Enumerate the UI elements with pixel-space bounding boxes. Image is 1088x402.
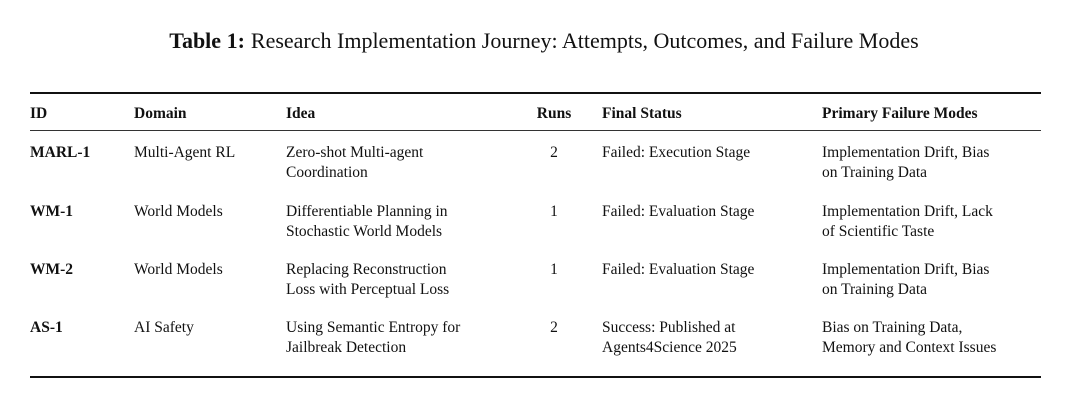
row-failure-line2: on Training Data bbox=[822, 164, 928, 181]
row-idea-line1: Using Semantic Entropy for bbox=[286, 319, 461, 336]
row-failure-line1: Implementation Drift, Bias bbox=[822, 261, 990, 278]
header-final-status: Final Status bbox=[602, 105, 682, 122]
row-runs: 1 bbox=[550, 261, 558, 278]
row-id: WM-2 bbox=[30, 261, 74, 278]
row-status-line1: Success: Published at bbox=[602, 319, 736, 336]
bottom-rule bbox=[30, 376, 1041, 378]
header-idea: Idea bbox=[286, 105, 316, 122]
row-domain: AI Safety bbox=[134, 319, 194, 336]
row-domain: World Models bbox=[134, 203, 223, 220]
row-failure-line1: Implementation Drift, Lack bbox=[822, 203, 993, 220]
row-status-line1: Failed: Evaluation Stage bbox=[602, 261, 755, 278]
header-runs: Runs bbox=[536, 105, 572, 122]
header-domain: Domain bbox=[134, 105, 187, 122]
row-id: AS-1 bbox=[30, 319, 63, 336]
row-idea-line2: Coordination bbox=[286, 164, 368, 181]
caption-label: Table 1: bbox=[169, 28, 245, 53]
row-failure-line2: Memory and Context Issues bbox=[822, 339, 997, 356]
top-rule bbox=[30, 92, 1041, 94]
row-status-line1: Failed: Execution Stage bbox=[602, 144, 751, 161]
row-failure-line2: of Scientific Taste bbox=[822, 223, 935, 240]
row-runs: 2 bbox=[550, 144, 558, 161]
row-idea-line1: Replacing Reconstruction bbox=[286, 261, 447, 278]
row-failure-line1: Bias on Training Data, bbox=[822, 319, 963, 336]
row-idea-line1: Differentiable Planning in bbox=[286, 203, 448, 220]
row-idea-line2: Jailbreak Detection bbox=[286, 339, 407, 356]
header-id: ID bbox=[30, 105, 48, 122]
header-failure-modes: Primary Failure Modes bbox=[822, 105, 978, 122]
row-idea-line2: Loss with Perceptual Loss bbox=[286, 281, 450, 298]
mid-rule bbox=[30, 130, 1041, 131]
row-failure-line2: on Training Data bbox=[822, 281, 928, 298]
row-runs: 1 bbox=[550, 203, 558, 220]
row-idea-line2: Stochastic World Models bbox=[286, 223, 443, 240]
row-domain: Multi-Agent RL bbox=[134, 144, 236, 161]
table-caption: Table 1:Research Implementation Journey:… bbox=[0, 28, 1088, 54]
row-status-line2: Agents4Science 2025 bbox=[602, 339, 737, 356]
row-status-line1: Failed: Evaluation Stage bbox=[602, 203, 755, 220]
row-id: WM-1 bbox=[30, 203, 74, 220]
row-domain: World Models bbox=[134, 261, 223, 278]
caption-text: Research Implementation Journey: Attempt… bbox=[250, 28, 919, 53]
row-runs: 2 bbox=[550, 319, 558, 336]
row-id: MARL-1 bbox=[30, 144, 91, 161]
row-failure-line1: Implementation Drift, Bias bbox=[822, 144, 990, 161]
row-idea-line1: Zero-shot Multi-agent bbox=[286, 144, 424, 161]
